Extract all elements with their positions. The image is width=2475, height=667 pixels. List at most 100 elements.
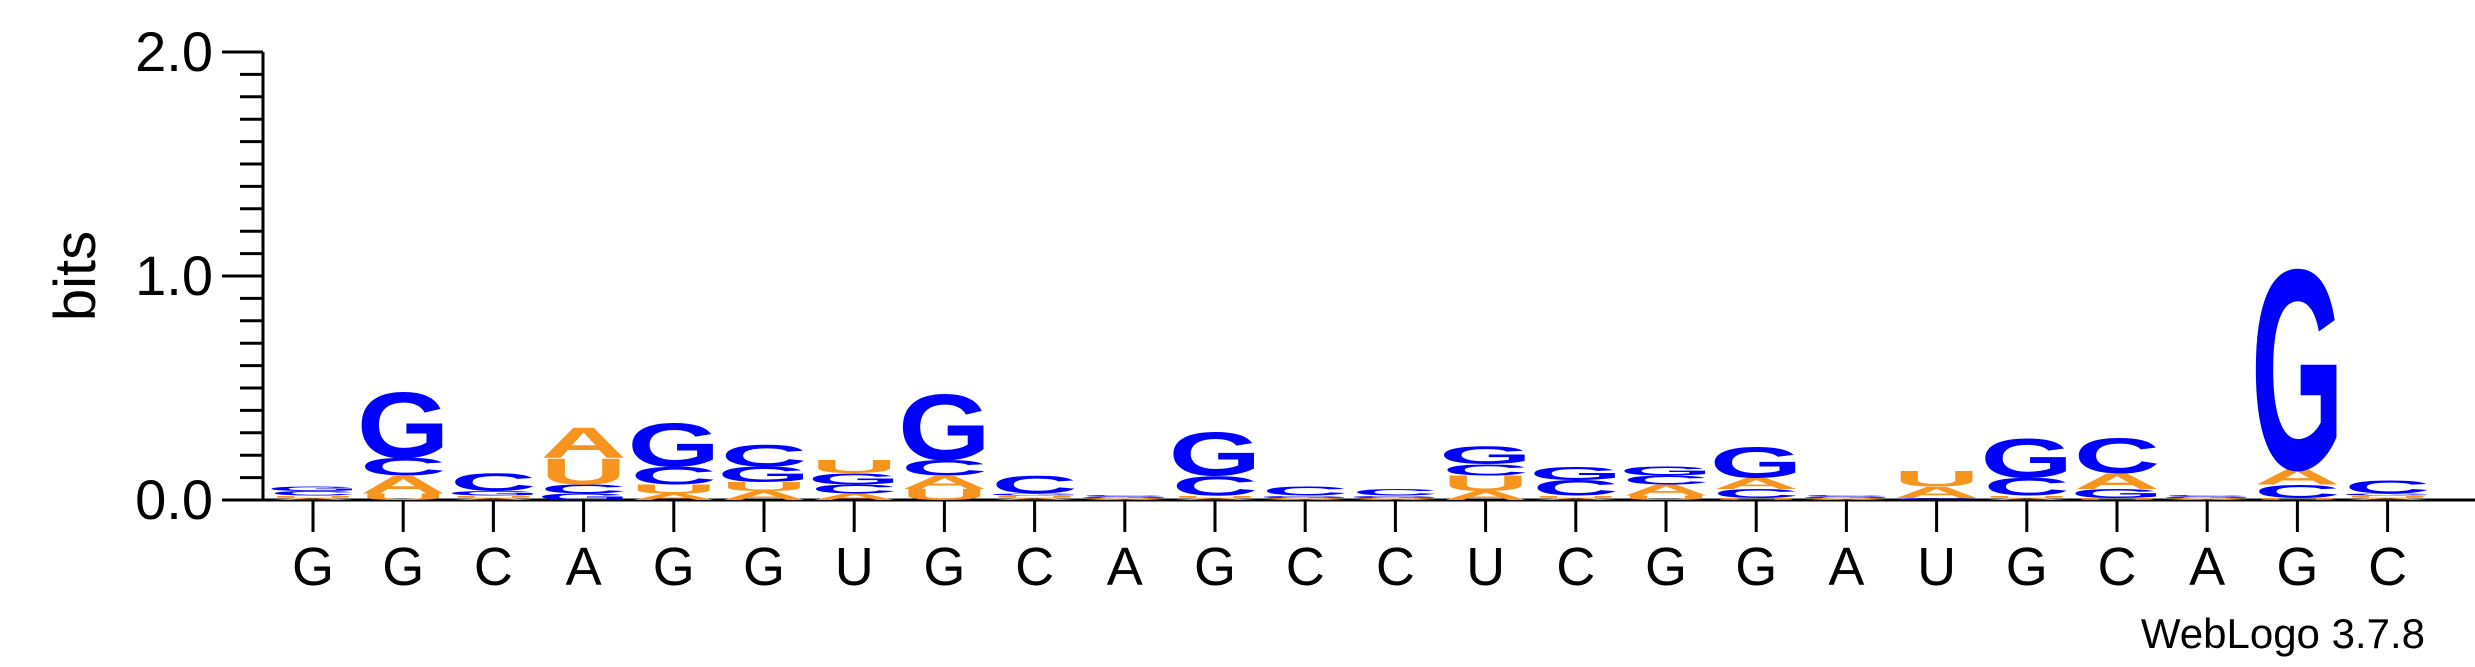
logo-letter-u: U xyxy=(1082,497,1168,499)
logo-letter-g: G xyxy=(357,373,450,477)
weblogo-credit: WebLogo 3.7.8 xyxy=(2141,610,2425,657)
logo-letter-c: C xyxy=(1352,487,1438,497)
logo-letter-g: G xyxy=(537,492,630,502)
logo-letter-u: U xyxy=(721,480,807,494)
x-tick-label: G xyxy=(1645,537,1687,597)
x-tick-label: G xyxy=(2006,537,2048,597)
logo-letter-c: C xyxy=(1623,473,1709,487)
logo-letter-a: A xyxy=(631,492,717,502)
logo-letter-u: U xyxy=(1352,497,1438,499)
logo-letter-c: C xyxy=(540,482,626,496)
x-tick-label: C xyxy=(2368,537,2407,597)
y-tick-label: 2.0 xyxy=(135,20,213,83)
logo-letter-g: G xyxy=(2341,493,2434,496)
logo-letter-c: C xyxy=(1893,497,1979,500)
logo-letter-a: A xyxy=(1082,499,1168,501)
logo-letter-c: C xyxy=(1803,495,1889,497)
logo-letter-c: C xyxy=(2344,477,2430,498)
logo-letter-c: C xyxy=(450,469,536,497)
x-tick-label: C xyxy=(1556,537,1595,597)
logo-letter-a: A xyxy=(991,497,1077,500)
x-tick-label: G xyxy=(1194,537,1236,597)
x-tick-label: C xyxy=(2098,537,2137,597)
logo-letter-a: A xyxy=(2254,465,2340,489)
logo-letter-u: U xyxy=(1893,467,1979,491)
logo-letter-g: G xyxy=(988,493,1081,496)
x-tick-label: A xyxy=(1828,537,1864,597)
logo-letter-u: U xyxy=(270,495,356,498)
logo-letter-u: U xyxy=(1442,472,1528,496)
logo-letter-c: C xyxy=(721,439,807,474)
x-tick-label: G xyxy=(653,537,695,597)
logo-letter-c: C xyxy=(270,490,356,497)
logo-letter-c: C xyxy=(2254,481,2340,502)
logo-letter-u: U xyxy=(2074,497,2160,500)
logo-letter-a: A xyxy=(901,472,987,493)
logo-letter-g: G xyxy=(2071,486,2164,500)
logo-letter-g: G xyxy=(2251,210,2344,530)
logo-letter-g: G xyxy=(1529,463,1622,484)
logo-letter-a: A xyxy=(1442,489,1528,503)
x-tick-label: C xyxy=(1376,537,1415,597)
logo-letter-u: U xyxy=(1533,495,1619,498)
logo-letter-a: A xyxy=(721,489,807,503)
logo-letter-u: U xyxy=(1262,497,1348,499)
logo-letter-u: U xyxy=(2254,497,2340,500)
logo-letter-a: A xyxy=(1803,499,1889,501)
logo-letter-u: U xyxy=(2164,497,2250,499)
logo-letter-g: G xyxy=(1349,495,1442,498)
logo-letter-c: C xyxy=(2164,495,2250,497)
x-tick-label: A xyxy=(2189,537,2225,597)
logo-letter-c: C xyxy=(2074,429,2160,484)
logo-letter-a: A xyxy=(2074,469,2160,493)
x-tick-label: G xyxy=(2276,537,2318,597)
logo-letter-c: C xyxy=(1082,495,1168,497)
logo-letter-g: G xyxy=(1439,442,1532,470)
logo-letter-c: C xyxy=(1533,476,1619,500)
logo-letter-a: A xyxy=(1623,482,1709,499)
logo-letter-g: G xyxy=(267,485,360,492)
logo-letter-g: G xyxy=(898,375,991,479)
logo-letter-u: U xyxy=(901,486,987,503)
logo-letter-a: A xyxy=(450,497,536,500)
x-tick-label: G xyxy=(743,537,785,597)
x-tick-label: G xyxy=(923,537,965,597)
logo-letter-c: C xyxy=(1262,484,1348,498)
x-tick-label: G xyxy=(292,537,334,597)
logo-letter-u: U xyxy=(1172,495,1258,498)
x-tick-label: U xyxy=(1466,537,1505,597)
logo-letter-a: A xyxy=(1172,497,1258,500)
x-tick-label: U xyxy=(1917,537,1956,597)
logo-letter-g: G xyxy=(1169,420,1262,489)
logo-letter-c: C xyxy=(631,462,717,490)
logo-letter-u: U xyxy=(1623,494,1709,501)
x-tick-label: C xyxy=(1286,537,1325,597)
logo-letter-a: A xyxy=(2344,497,2430,500)
x-tick-label: A xyxy=(1107,537,1143,597)
logo-stacks: AUCGUACGAUGCGCUAAUCGAUGCACGUUACGAUGCAUGC… xyxy=(267,210,2434,530)
logo-letter-g: G xyxy=(808,470,901,487)
logo-letter-a: A xyxy=(1533,497,1619,500)
logo-letter-a: A xyxy=(1984,497,2070,500)
logo-letter-g: G xyxy=(1620,464,1713,478)
x-tick-label: C xyxy=(474,537,513,597)
logo-letter-a: A xyxy=(540,419,626,467)
logo-letter-g: G xyxy=(1078,496,1171,498)
logo-letter-u: U xyxy=(540,451,626,493)
logo-letter-a: A xyxy=(1713,475,1799,492)
logo-letter-u: U xyxy=(991,495,1077,498)
y-tick-label: 0.0 xyxy=(135,468,213,531)
logo-letter-c: C xyxy=(811,482,897,496)
logo-letter-a: A xyxy=(1262,499,1348,501)
logo-letter-c: C xyxy=(1442,461,1528,478)
logo-letter-g: G xyxy=(718,463,811,487)
logo-letter-u: U xyxy=(1984,495,2070,498)
logo-letter-u: U xyxy=(2344,495,2430,498)
y-tick-label: 1.0 xyxy=(135,244,213,307)
x-tick-label: G xyxy=(1735,537,1777,597)
logo-letter-a: A xyxy=(2164,499,2250,501)
logo-letter-g: G xyxy=(1980,427,2073,489)
y-axis-title: bits xyxy=(43,231,108,321)
logo-letter-g: G xyxy=(1800,496,1893,498)
